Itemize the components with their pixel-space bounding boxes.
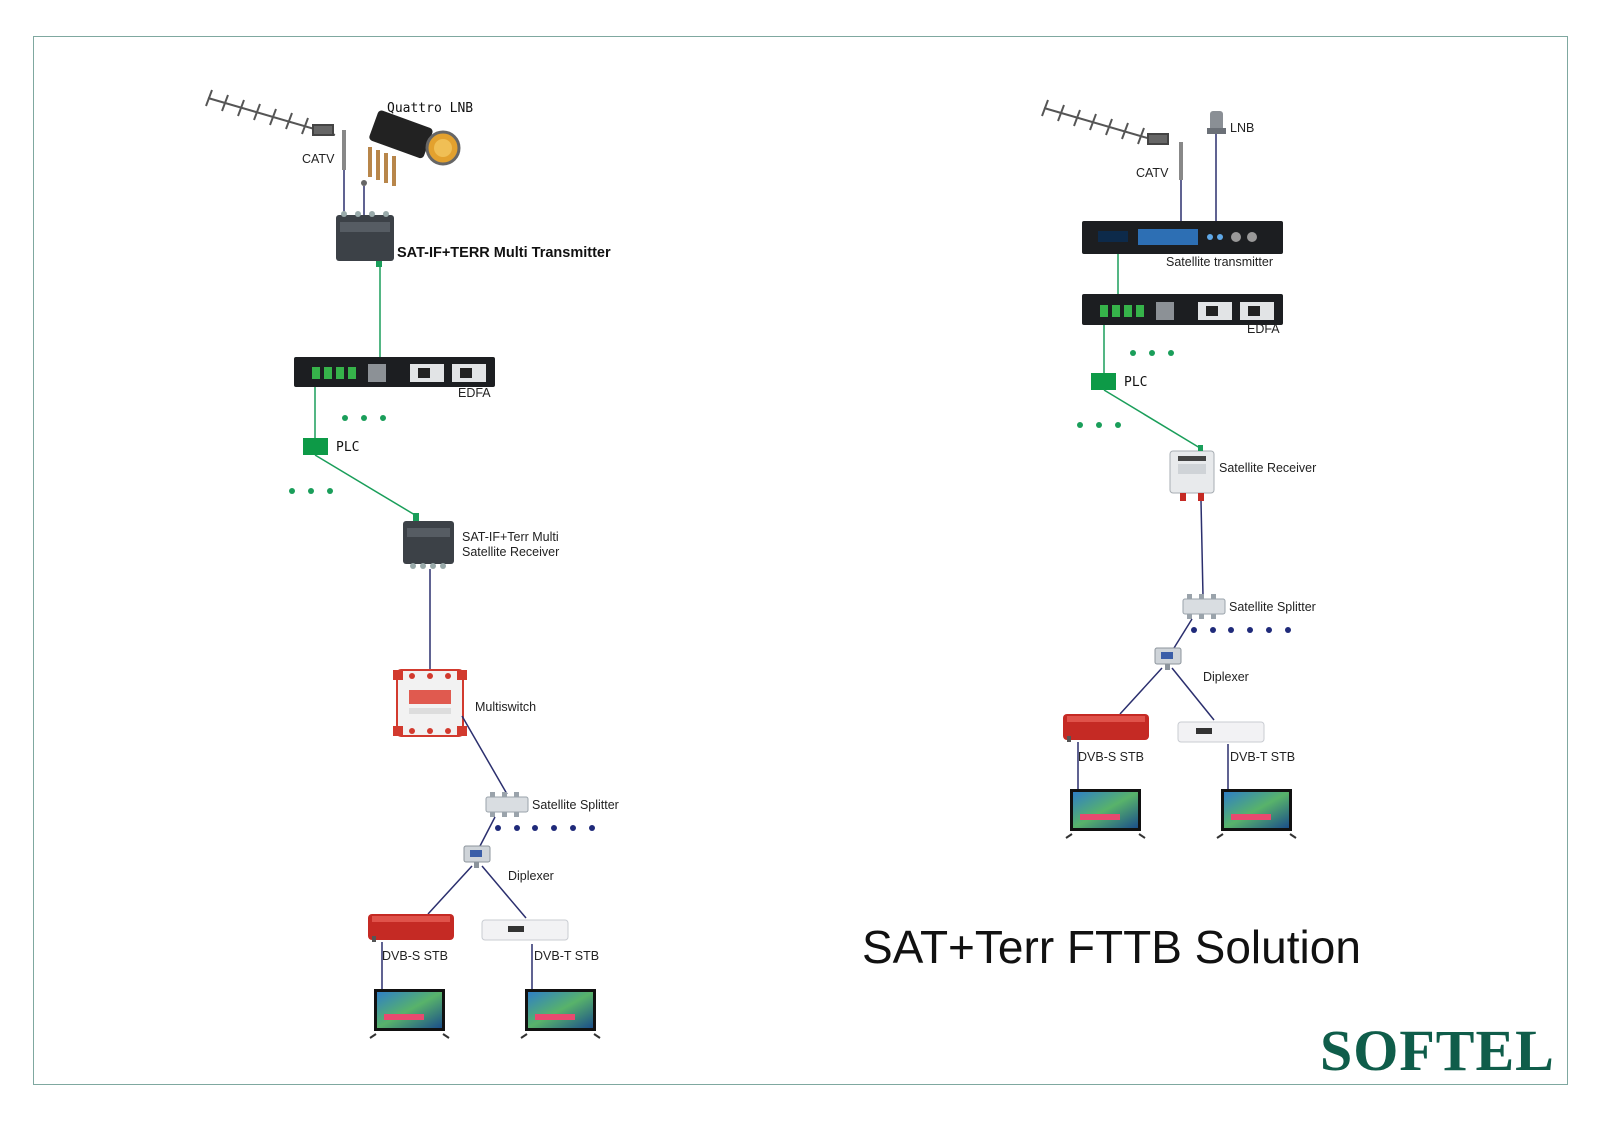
- right-dvbt-stb-label: DVB-T STB: [1230, 750, 1295, 764]
- left-edfa-more-dots: [342, 415, 386, 421]
- left-satellite-splitter-device: [485, 792, 529, 817]
- left-plc-splitter: [303, 438, 328, 455]
- left-diplexer-device: [463, 845, 491, 868]
- right-splitter-more-dots: [1191, 627, 1291, 633]
- right-satellite-splitter-label: Satellite Splitter: [1229, 600, 1316, 614]
- left-catv-label: CATV: [302, 152, 335, 166]
- right-plc-label: PLC: [1124, 375, 1147, 390]
- left-receiver-label-line2: Satellite Receiver: [462, 545, 559, 559]
- right-tv-dvbt-icon: [1216, 789, 1297, 839]
- satellite-transmitter-label: Satellite transmitter: [1166, 255, 1273, 269]
- left-plc-more-dots: [289, 488, 333, 494]
- diagram-title: SAT+Terr FTTB Solution: [862, 921, 1361, 973]
- left-dvbt-stb-label: DVB-T STB: [534, 949, 599, 963]
- left-satellite-receiver-device: [403, 513, 454, 569]
- left-splitter-more-dots: [495, 825, 595, 831]
- right-dvbs-stb-device: [1063, 714, 1149, 742]
- right-satellite-splitter-device: [1182, 594, 1226, 619]
- left-satellite-splitter-label: Satellite Splitter: [532, 798, 619, 812]
- left-edfa-label: EDFA: [458, 386, 491, 400]
- left-diplexer-label: Diplexer: [508, 869, 554, 883]
- quattro-lnb-label: Quattro LNB: [387, 101, 473, 116]
- right-lnb-label: LNB: [1230, 121, 1254, 135]
- quattro-lnb-icon: [361, 110, 461, 186]
- right-diplexer-label: Diplexer: [1203, 670, 1249, 684]
- right-plc-splitter: [1091, 373, 1116, 390]
- right-edfa-device: [1082, 294, 1283, 325]
- multi-transmitter-label: SAT-IF+TERR Multi Transmitter: [397, 245, 611, 261]
- left-tv-dvbs-icon: [369, 989, 450, 1039]
- left-dvbs-stb-label: DVB-S STB: [382, 949, 448, 963]
- right-tv-dvbs-icon: [1065, 789, 1146, 839]
- right-plc-more-dots: [1077, 422, 1121, 428]
- left-tv-dvbt-icon: [520, 989, 601, 1039]
- right-diplexer-device: [1154, 647, 1182, 670]
- right-edfa-more-dots: [1130, 350, 1174, 356]
- right-edfa-label: EDFA: [1247, 322, 1280, 336]
- left-receiver-label-line1: SAT-IF+Terr Multi: [462, 530, 559, 544]
- right-catv-antenna-icon: [1041, 99, 1183, 180]
- left-dvbt-stb-device: [481, 919, 569, 941]
- left-plc-label: PLC: [336, 440, 359, 455]
- catv-antenna-icon: [205, 89, 346, 170]
- right-satellite-receiver-device: [1169, 445, 1215, 501]
- left-edfa-device: [294, 357, 495, 387]
- right-dvbt-stb-device: [1177, 721, 1265, 743]
- right-catv-label: CATV: [1136, 166, 1169, 180]
- multiswitch-label: Multiswitch: [475, 700, 536, 714]
- left-dvbs-stb-device: [368, 914, 454, 942]
- diagram-frame: [33, 36, 1568, 1085]
- satellite-transmitter-device: [1082, 221, 1283, 254]
- right-satellite-receiver-label: Satellite Receiver: [1219, 461, 1316, 475]
- multi-transmitter-device: [336, 211, 394, 267]
- right-dvbs-stb-label: DVB-S STB: [1078, 750, 1144, 764]
- right-lnb-icon: [1207, 111, 1226, 134]
- multiswitch-device: [393, 669, 467, 737]
- softel-logo: SOFTEL: [1320, 1018, 1555, 1083]
